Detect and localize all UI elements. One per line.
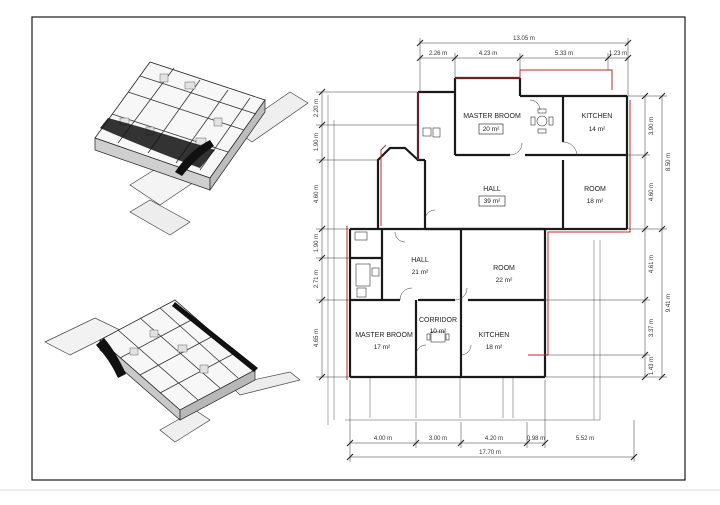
sheet-border — [31, 16, 686, 481]
room-name-hall-lower: HALL — [411, 257, 429, 264]
dim-top-1: 2.26 m — [429, 51, 447, 57]
room-name-kitchen-lower: KITCHEN — [479, 332, 510, 339]
dim-bottom-overall: 17.70 m — [479, 450, 501, 456]
dim-top-overall: 13.05 m — [513, 36, 535, 42]
room-area-corridor: 10 m² — [430, 328, 447, 335]
room-area-kitchen-lower: 18 m² — [486, 344, 503, 351]
room-name-master-broom-lower: MASTER BROOM — [355, 332, 413, 339]
dim-bottom-3: 4.20 m — [485, 436, 503, 442]
dim-right-overall-1: 8.50 m — [666, 153, 672, 171]
room-name-kitchen-upper: KITCHEN — [582, 113, 613, 120]
dim-left-4: 1.90 m — [314, 234, 320, 252]
dim-top-4: 1.23 m — [609, 51, 627, 57]
room-area-room-center: 22 m² — [496, 277, 513, 284]
dim-bottom-5: 5.52 m — [576, 436, 594, 442]
dim-left-2: 1.90 m — [314, 133, 320, 151]
dim-left-3: 4.60 m — [314, 185, 320, 203]
dim-bottom-1: 4.00 m — [374, 436, 392, 442]
room-name-corridor: CORRIDOR — [419, 317, 457, 324]
room-area-master-broom-upper: 20 m² — [483, 126, 500, 133]
isometric-view-top — [94, 61, 309, 236]
room-area-hall-lower: 21 m² — [412, 269, 429, 276]
room-name-master-broom-upper: MASTER BROOM — [463, 113, 521, 120]
room-name-room-center: ROOM — [493, 265, 515, 272]
dim-bottom-4: 0.98 m — [527, 436, 545, 442]
dim-left-6: 4.65 m — [314, 329, 320, 347]
isometric-view-bottom — [44, 299, 301, 443]
dim-left-5: 2.71 m — [314, 270, 320, 288]
room-area-master-broom-lower: 17 m² — [374, 344, 391, 351]
dim-top-3: 5.33 m — [555, 51, 573, 57]
room-name-room-right: ROOM — [584, 186, 606, 193]
room-area-kitchen-upper: 14 m² — [589, 126, 606, 133]
dim-right-5: 1.43 m — [649, 357, 655, 375]
dim-right-4: 3.37 m — [649, 319, 655, 337]
dim-right-1: 3.90 m — [649, 117, 655, 135]
dim-right-2: 4.60 m — [649, 183, 655, 201]
dim-bottom-2: 3.00 m — [429, 436, 447, 442]
dim-left-1: 2.20 m — [314, 99, 320, 117]
room-area-room-right: 18 m² — [587, 198, 604, 205]
floor-plan: MASTER BROOM 20 m² KITCHEN 14 m² HALL 39… — [314, 36, 672, 462]
dim-right-overall-2: 9.41 m — [666, 294, 672, 312]
room-name-hall-upper: HALL — [483, 186, 501, 193]
room-area-hall-upper: 39 m² — [484, 198, 501, 205]
dim-top-2: 4.23 m — [479, 51, 497, 57]
dim-right-3: 4.61 m — [649, 255, 655, 273]
